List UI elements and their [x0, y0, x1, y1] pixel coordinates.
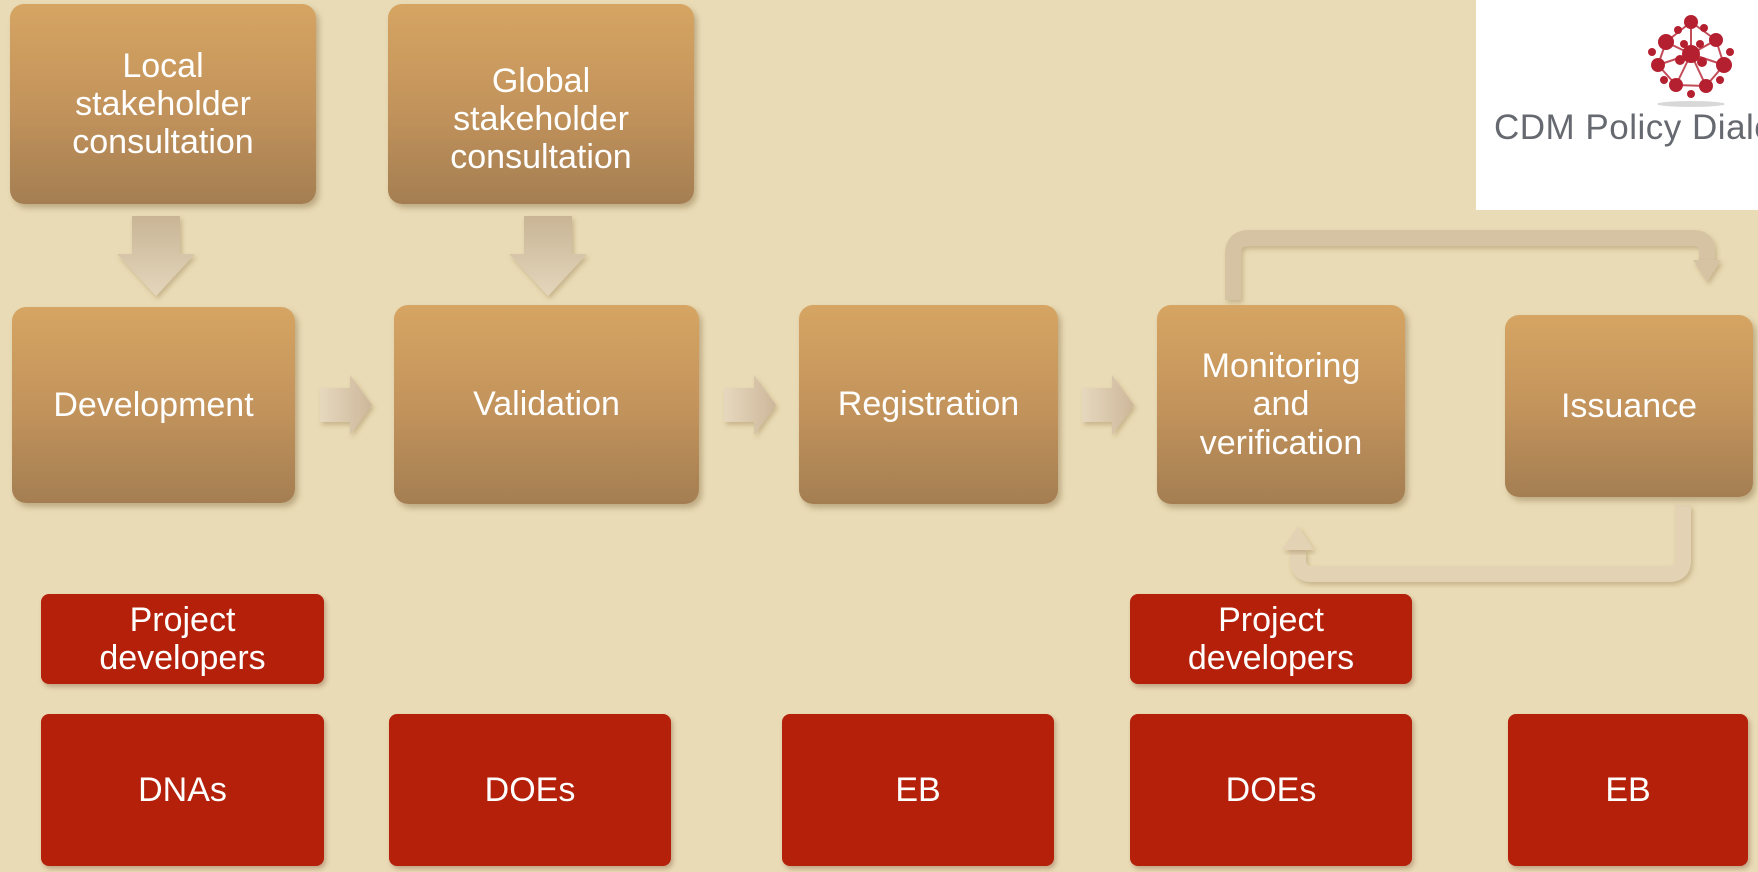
- local-consultation-box: Local stakeholder consultation: [10, 4, 316, 204]
- dnas-label: DNAs: [138, 770, 227, 809]
- project-developers-box-2: Project developers: [1130, 594, 1412, 684]
- right-arrow-2: [724, 375, 776, 435]
- project-developers-label-2: Project developers: [1187, 600, 1355, 677]
- molecule-network-icon: [1648, 15, 1734, 107]
- global-consultation-label: Global stakeholder consultation: [450, 61, 632, 177]
- local-consultation-label: Local stakeholder consultation: [72, 46, 254, 162]
- cdm-policy-dialogue-logo: CDM Policy Dialogue: [1476, 0, 1758, 210]
- down-arrow-global: [509, 216, 587, 296]
- project-developers-box-1: Project developers: [41, 594, 324, 684]
- issuance-box: Issuance: [1505, 315, 1753, 497]
- eb-label-2: EB: [1605, 770, 1651, 809]
- does-box-2: DOEs: [1130, 714, 1412, 866]
- eb-box-2: EB: [1508, 714, 1748, 866]
- loop-arrow-bottom: [1290, 505, 1691, 582]
- loop-arrowhead-bottom: [1282, 526, 1314, 550]
- eb-label-1: EB: [895, 770, 941, 809]
- eb-box-1: EB: [782, 714, 1054, 866]
- does-box-1: DOEs: [389, 714, 671, 866]
- issuance-label: Issuance: [1560, 386, 1698, 425]
- development-label: Development: [53, 385, 254, 424]
- project-developers-label-1: Project developers: [99, 600, 266, 677]
- registration-box: Registration: [799, 305, 1058, 504]
- validation-box: Validation: [394, 305, 699, 504]
- validation-label: Validation: [473, 385, 620, 424]
- loop-arrow-top: [1225, 230, 1715, 300]
- does-label-1: DOEs: [484, 770, 576, 809]
- monitoring-box: Monitoring and verification: [1157, 305, 1405, 504]
- development-box: Development: [12, 307, 295, 503]
- does-label-2: DOEs: [1225, 770, 1317, 809]
- down-arrow-local: [117, 216, 195, 296]
- global-consultation-box: Global stakeholder consultation: [388, 4, 694, 204]
- monitoring-label: Monitoring and verification: [1199, 347, 1363, 462]
- right-arrow-1: [320, 375, 372, 435]
- right-arrow-3: [1082, 375, 1134, 435]
- loop-arrowhead-top: [1693, 260, 1721, 282]
- registration-label: Registration: [837, 385, 1020, 424]
- dnas-box: DNAs: [41, 714, 324, 866]
- logo-text: CDM Policy Dialogue: [1494, 108, 1758, 147]
